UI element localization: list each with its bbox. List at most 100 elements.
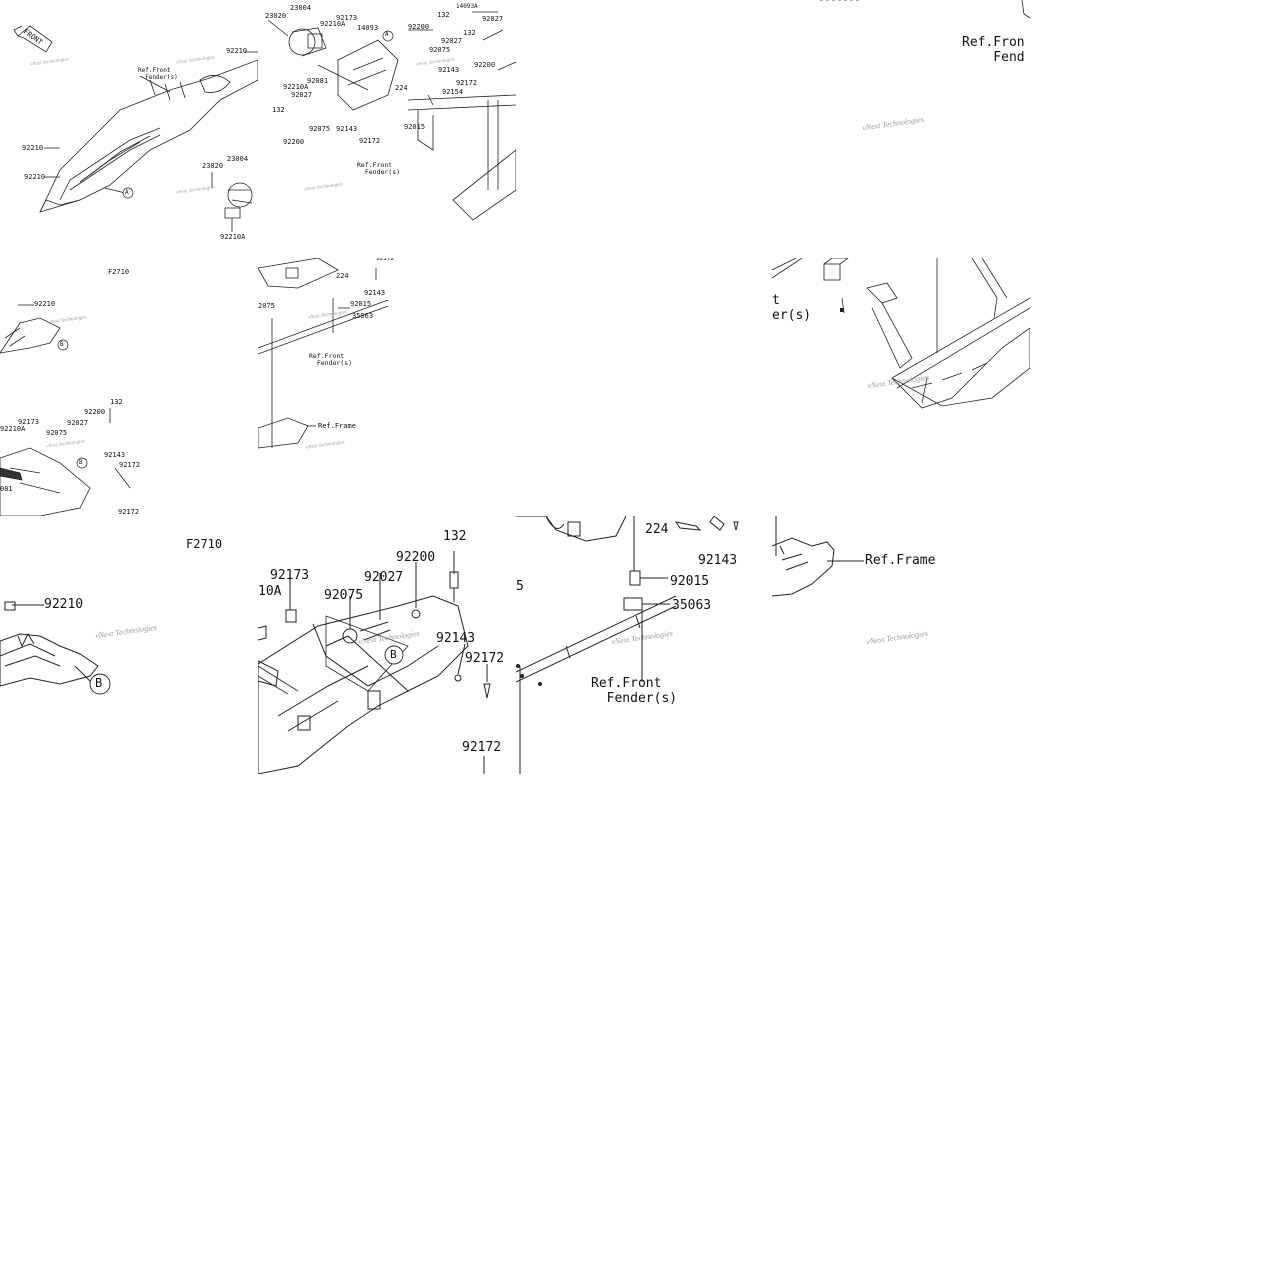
callout-23004: 23004 [227, 155, 249, 163]
callout-224: 224 [336, 272, 349, 280]
callout-92173: 92173 [18, 418, 40, 426]
callout-5: 5 [516, 579, 524, 594]
callout-92027: 92027 [364, 570, 404, 585]
tile-ref-frame-right: Ref.Frame vNext Technologies [772, 516, 1030, 774]
tile-detail-b-small: F2710 92210 B 132 92200 92173 92027 9221… [0, 258, 258, 516]
callout-92075: 92075 [46, 429, 68, 437]
callout-92027: 92027 [441, 37, 463, 45]
frame-right-drawing [772, 258, 1030, 409]
callout-23020: 23020 [265, 12, 287, 20]
callout-92210a: 92210A [220, 233, 246, 241]
callout-92143: 92143 [364, 289, 386, 297]
callout-92210: 92210 [22, 144, 44, 152]
callout-92075: 92075 [309, 125, 331, 133]
callout-081: 081 [0, 485, 13, 493]
callout-92172: 92172 [359, 137, 381, 145]
callout-92143: 92143 [438, 66, 460, 74]
callout-92075: 92075 [324, 588, 364, 603]
callout-14093a: 14093A [456, 3, 478, 10]
callout-23020: 23020 [202, 162, 224, 170]
tile-bracket-detail: 23020 23004 92173 92210A 14093 14093A A … [258, 0, 516, 258]
fender-overview-drawing [13, 25, 258, 232]
callout-2075: 2075 [258, 302, 275, 310]
callout-224: 224 [645, 522, 669, 537]
callout-92200: 92200 [408, 23, 430, 31]
callout-92027: 92027 [291, 91, 313, 99]
ref-frame-drawing [772, 516, 864, 597]
callout-92154: 92154 [442, 88, 464, 96]
callout-132: 132 [463, 29, 476, 37]
callout-92200: 92200 [474, 61, 496, 69]
callout-92200: 92200 [283, 138, 305, 146]
callout-92173: 92173 [336, 14, 358, 22]
callout-132: 132 [437, 11, 450, 19]
callout-92172: 92172 [119, 461, 141, 469]
callout-92081: 92081 [307, 77, 329, 85]
callout-92143: 92143 [436, 631, 476, 646]
figure-code: F2710 [186, 537, 223, 551]
callout-92210a: 92210A [283, 83, 309, 91]
ref-frame: Ref.Frame [318, 422, 356, 430]
callout-92015: 92015 [350, 300, 372, 308]
frame-small-drawing [258, 258, 389, 449]
callout-23004: 23004 [290, 4, 312, 12]
tile-ref-fender-fragment: Ref.Fron Fend vNext Technologies [772, 0, 1030, 258]
callout-92143: 92143 [698, 553, 738, 568]
tile-frame-detail-small: 92172 224 92143 2075 92015 35063 Ref.Fro… [258, 258, 516, 516]
ref-front-fender-cut: Ref.Fron Fend [962, 35, 1025, 65]
callout-92210: 92210 [24, 173, 46, 181]
ref-front-fender: Ref.Front Fender(s) [357, 161, 401, 177]
figure-code: F2710 [108, 268, 130, 276]
bracket-drawing [267, 11, 516, 221]
callout-92210a: 92210A [320, 20, 346, 28]
callout-b: B [79, 459, 83, 466]
detail-b-large-drawing [0, 601, 111, 695]
callout-132: 132 [443, 529, 467, 544]
callout-92210: 92210 [226, 47, 248, 55]
callout-92172: 92172 [376, 258, 395, 262]
callout-92143: 92143 [104, 451, 126, 459]
callout-10a: 10A [258, 584, 282, 599]
callout-92210a: 92210A [0, 425, 26, 433]
callout-92172: 92172 [118, 508, 140, 516]
callout-92200: 92200 [396, 550, 436, 565]
detail-b-drawing [0, 304, 131, 516]
callout-92027: 92027 [67, 419, 89, 427]
callout-132: 132 [110, 398, 123, 406]
tile-bracket-large: 132 92200 92173 92027 10A 92075 92143 B … [258, 516, 516, 774]
callout-b: B [60, 341, 64, 348]
callout-92015: 92015 [404, 123, 426, 131]
callout-14093: 14093 [357, 24, 379, 32]
tile-frame-right: t er(s) vNext Technologies [772, 258, 1030, 516]
callout-b: B [95, 676, 103, 690]
tile-detail-b-large: F2710 92210 B vNext Technologies [0, 516, 258, 774]
callout-92210: 92210 [44, 597, 84, 612]
callout-92015: 92015 [670, 574, 710, 589]
frame-large-drawing [516, 516, 739, 774]
callout-92075: 92075 [429, 46, 451, 54]
callout-92173: 92173 [270, 568, 310, 583]
callout-92200: 92200 [84, 408, 106, 416]
tile-overview: FRONT 92210 Ref.Front Fender(s) 92210 92… [0, 0, 258, 258]
callout-b: B [390, 648, 397, 661]
callout-224: 224 [395, 84, 408, 92]
callout-35063: 35063 [352, 312, 374, 320]
tile-frame-large: 224 92143 5 92015 35063 Ref.Front Fender… [516, 516, 774, 774]
bracket-large-drawing [258, 551, 491, 774]
callout-92027: 92027 [482, 15, 504, 23]
ref-fender-cut: t er(s) [772, 293, 812, 323]
fragment-drawing [820, 0, 1030, 19]
callout-35063: 35063 [672, 598, 712, 613]
ref-front-fender: Ref.Front Fender(s) [309, 352, 353, 368]
callout-92172: 92172 [465, 651, 505, 666]
callout-92172: 92172 [462, 740, 502, 755]
callout-92210: 92210 [34, 300, 56, 308]
ref-front-fender: Ref.Front Fender(s) [591, 676, 678, 706]
callout-92143: 92143 [336, 125, 358, 133]
callout-a: A [385, 31, 389, 38]
ref-frame: Ref.Frame [865, 553, 936, 568]
callout-132: 132 [272, 106, 285, 114]
ref-front-fender: Ref.Front Fender(s) [138, 67, 178, 81]
callout-a: A [125, 189, 129, 196]
callout-92172: 92172 [456, 79, 478, 87]
